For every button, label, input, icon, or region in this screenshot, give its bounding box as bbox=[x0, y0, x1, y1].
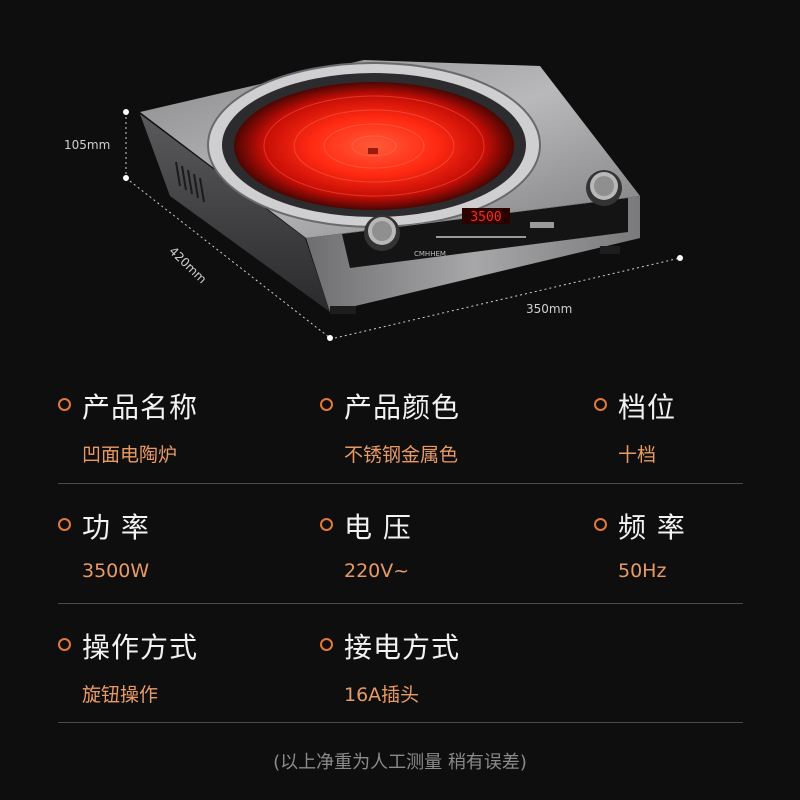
bullet-icon bbox=[58, 518, 71, 531]
dimension-endpoints bbox=[123, 109, 683, 341]
height-dimension-label: 105mm bbox=[64, 138, 111, 152]
spec-value: 十档 bbox=[618, 444, 657, 466]
footer-note: (以上净重为人工测量 稍有误差) bbox=[273, 752, 527, 773]
bullet-icon bbox=[594, 398, 607, 411]
control-panel bbox=[342, 198, 628, 268]
spec-title: 电 压 bbox=[344, 511, 412, 544]
spec-title: 频 率 bbox=[618, 511, 686, 544]
spec-value: 50Hz bbox=[618, 560, 667, 582]
divider bbox=[58, 722, 743, 723]
bullet-icon bbox=[320, 518, 333, 531]
bullet-icon bbox=[58, 398, 71, 411]
sensor-icon bbox=[368, 148, 378, 154]
panel-markings bbox=[436, 222, 554, 238]
right-knob[interactable] bbox=[586, 170, 622, 206]
spec-value: 3500W bbox=[82, 560, 150, 582]
bullet-icon bbox=[594, 518, 607, 531]
width-dimension-label: 350mm bbox=[526, 302, 573, 316]
spec-title: 产品名称 bbox=[82, 391, 199, 424]
power-display-readout: 3500 bbox=[470, 210, 501, 225]
bullet-icon bbox=[58, 638, 71, 651]
spec-value: 220V~ bbox=[344, 560, 410, 582]
front-foot bbox=[330, 306, 356, 314]
bullet-icon bbox=[320, 638, 333, 651]
brand-label: CMHHEM bbox=[414, 250, 446, 258]
spec-title: 产品颜色 bbox=[344, 391, 461, 424]
vent-slots bbox=[175, 161, 205, 203]
spec-title: 接电方式 bbox=[344, 631, 461, 664]
spec-value: 旋钮操作 bbox=[82, 684, 159, 706]
spec-value: 凹面电陶炉 bbox=[82, 444, 178, 466]
spec-title: 档位 bbox=[618, 391, 677, 424]
heating-coils bbox=[263, 95, 485, 197]
spec-value: 不锈钢金属色 bbox=[344, 444, 459, 466]
divider bbox=[58, 603, 743, 604]
cooktop-illustration: 3500 CMHHEM bbox=[123, 60, 683, 341]
cooktop-side-panel bbox=[140, 114, 330, 312]
spec-title: 操作方式 bbox=[82, 631, 199, 664]
bullet-icon bbox=[320, 398, 333, 411]
heating-element bbox=[234, 82, 514, 210]
power-display bbox=[462, 208, 510, 224]
spec-value: 16A插头 bbox=[344, 684, 420, 706]
divider bbox=[58, 483, 743, 484]
product-image-area: 3500 CMHHEM 105mm 420mm 350mm bbox=[0, 0, 800, 360]
left-knob[interactable] bbox=[364, 215, 400, 251]
spec-title: 功 率 bbox=[82, 511, 150, 544]
right-foot bbox=[600, 246, 620, 254]
dimension-lines bbox=[125, 112, 681, 339]
